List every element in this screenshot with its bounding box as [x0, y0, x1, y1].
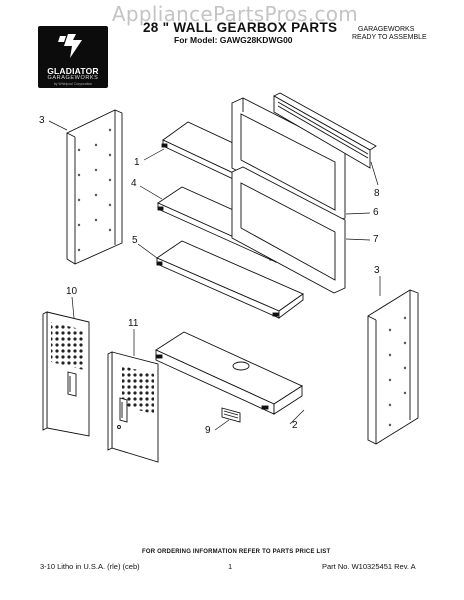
watermark: AppliancePartsPros.com — [111, 2, 359, 26]
gladiator-logo — [38, 26, 108, 88]
right-side-panel — [367, 289, 419, 445]
top-rail-8 — [273, 92, 377, 169]
gladiator-emblem-icon — [58, 34, 82, 58]
door-10 — [42, 311, 90, 437]
litho-info: 3-10 Litho in U.S.A. (rle) (ceb) — [40, 562, 140, 571]
leader-lines — [48, 120, 381, 431]
logo-name: GLADIATOR — [47, 66, 99, 76]
callout-7: 7 — [373, 234, 379, 245]
model-line: For Model: GAWG28KDWG00 — [174, 35, 293, 45]
callout-1: 1 — [134, 157, 140, 168]
left-side-panel — [66, 109, 123, 265]
page-number: 1 — [228, 562, 233, 571]
bottom-base-2 — [155, 331, 303, 415]
callout-5: 5 — [132, 235, 138, 246]
callout-3-left: 3 — [39, 115, 45, 126]
shelf-5 — [156, 240, 304, 319]
callout-8: 8 — [374, 188, 380, 199]
callout-4: 4 — [131, 178, 137, 189]
part-number: Part No. W10325451 Rev. A — [322, 562, 416, 571]
back-frame-6 — [231, 97, 346, 224]
brand-line-1: GARAGEWORKS — [358, 26, 415, 33]
callout-10: 10 — [66, 286, 78, 297]
callout-3-right: 3 — [374, 265, 380, 276]
back-frame-7 — [231, 166, 346, 294]
callout-6: 6 — [373, 207, 379, 218]
foot-pad-9 — [221, 407, 241, 423]
callout-9: 9 — [205, 425, 211, 436]
brand-line-2: READY TO ASSEMBLE — [352, 34, 427, 41]
callout-2: 2 — [292, 420, 298, 431]
ordering-note: FOR ORDERING INFORMATION REFER TO PARTS … — [142, 549, 331, 555]
logo-tagline: by Whirlpool Corporation — [53, 82, 93, 86]
callout-11: 11 — [128, 318, 139, 329]
logo-subtitle: GARAGEWORKS — [47, 75, 99, 81]
page-title: 28 " WALL GEARBOX PARTS — [143, 20, 338, 35]
door-11 — [107, 351, 159, 463]
